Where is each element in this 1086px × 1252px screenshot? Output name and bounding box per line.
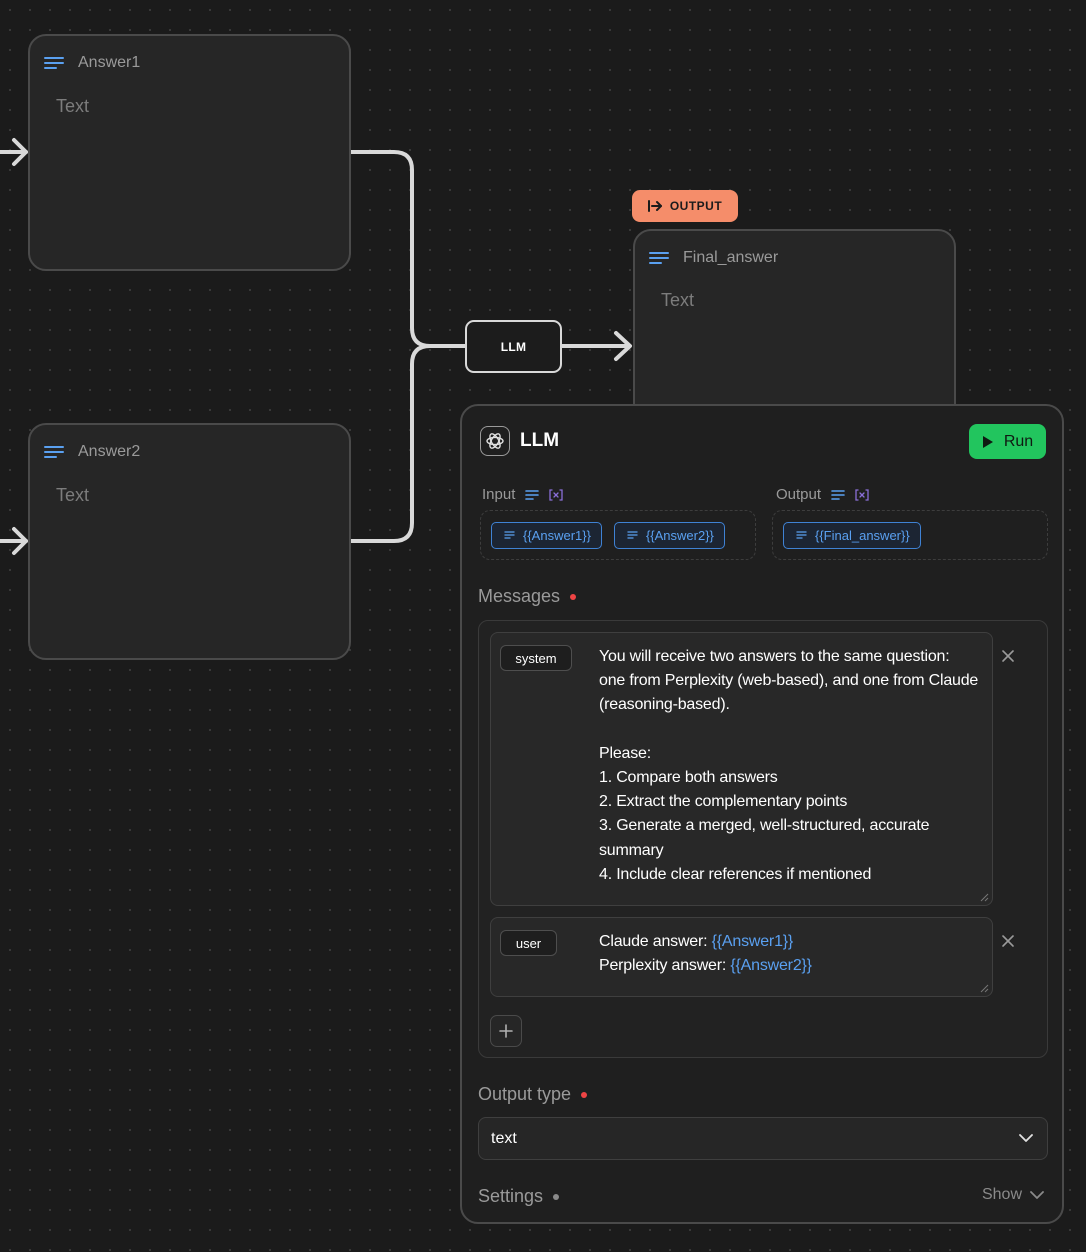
output-badge: OUTPUT [632,190,738,222]
llm-edge-label: LLM [500,339,527,354]
node-answer1[interactable]: Answer1 Text [28,34,351,271]
settings-section-label: Settings [478,1186,560,1207]
text-lines-icon [44,446,64,458]
settings-indicator [553,1193,560,1200]
panel-header: LLM [480,426,559,456]
input-label: Input [482,486,516,503]
output-type-section-label: Output type [478,1084,588,1105]
input-variable-name: {{Answer1}} [523,527,591,543]
message-content[interactable]: Claude answer: {{Answer1}} Perplexity an… [599,930,979,978]
message-line-prefix: Claude answer: [599,933,712,950]
openai-logo-icon [480,426,510,456]
play-icon [982,435,993,448]
add-message-button[interactable] [490,1015,522,1047]
messages-label: Messages [478,586,561,606]
node-title: Answer2 [78,443,141,460]
node-header: Answer1 [44,54,140,72]
variable-icon[interactable] [855,488,869,501]
node-title: Final_answer [683,249,779,266]
settings-toggle-label: Show [981,1186,1022,1203]
text-lines-icon [831,489,845,500]
run-button-label: Run [1003,432,1034,450]
output-section-label: Output [776,486,869,503]
chevron-down-icon [1030,1190,1044,1199]
llm-config-panel: LLM Run Input {{Answer1}} {{Answer2}} Ou… [460,404,1064,1224]
role-label: user [515,935,542,951]
text-lines-icon [525,489,540,500]
input-variable-chip[interactable]: {{Answer2}} [613,521,725,549]
output-variable-chip[interactable]: {{Final_answer}} [783,521,921,549]
output-variable-name: {{Final_answer}} [815,527,910,543]
wire-llm-arrowhead [614,331,632,361]
node-placeholder: Text [56,96,90,116]
input-variable-chip[interactable]: {{Answer1}} [491,521,602,549]
resize-handle-icon[interactable] [980,984,989,993]
panel-title: LLM [520,430,560,451]
node-header: Final_answer [649,249,778,267]
text-lines-icon [649,252,669,264]
node-answer2[interactable]: Answer2 Text [28,423,351,660]
resize-handle-icon[interactable] [980,893,989,902]
output-type-select[interactable]: text [478,1117,1048,1160]
role-selector[interactable]: system [500,645,572,671]
messages-list: system You will receive two answers to t… [478,620,1048,1058]
node-placeholder: Text [56,485,90,505]
text-lines-icon [504,531,515,539]
output-type-value: text [491,1129,517,1147]
output-badge-icon [647,200,662,212]
text-lines-icon [627,531,638,539]
input-section-label: Input [482,486,564,503]
run-button[interactable]: Run [969,424,1046,459]
variable-token: {{Answer2}} [730,957,812,975]
message-user[interactable]: user Claude answer: {{Answer1}} Perplexi… [490,917,993,997]
output-variables-box[interactable]: {{Final_answer}} [772,510,1048,560]
arrow-right-icon [0,527,28,555]
plus-icon [499,1024,513,1038]
node-header: Answer2 [44,443,140,461]
messages-section-label: Messages [478,586,577,607]
output-type-label: Output type [478,1084,572,1104]
role-selector[interactable]: user [500,930,557,956]
output-badge-label: OUTPUT [669,199,723,213]
required-indicator [581,1091,588,1098]
node-placeholder: Text [661,290,695,310]
close-icon[interactable] [999,932,1017,950]
variable-icon[interactable] [549,488,564,501]
required-indicator [570,593,577,600]
message-system[interactable]: system You will receive two answers to t… [490,632,993,906]
chevron-down-icon [1019,1134,1033,1142]
message-content[interactable]: You will receive two answers to the same… [599,648,979,883]
settings-toggle[interactable]: Show [982,1186,1044,1204]
llm-edge-chip[interactable]: LLM [465,320,562,373]
wire-answer2-to-llm [349,344,467,543]
close-icon[interactable] [999,647,1017,665]
message-line-prefix: Perplexity answer: [599,957,731,975]
node-title: Answer1 [78,54,141,71]
text-lines-icon [796,531,807,539]
variable-token: {{Answer1}} [711,933,794,950]
text-lines-icon [44,57,64,69]
wire-answer1-to-llm [349,150,467,348]
input-variables-box[interactable]: {{Answer1}} {{Answer2}} [480,510,756,560]
role-label: system [515,650,557,666]
settings-label: Settings [478,1186,544,1206]
arrow-right-icon [0,138,28,166]
input-variable-name: {{Answer2}} [645,527,714,543]
output-label: Output [776,486,822,503]
